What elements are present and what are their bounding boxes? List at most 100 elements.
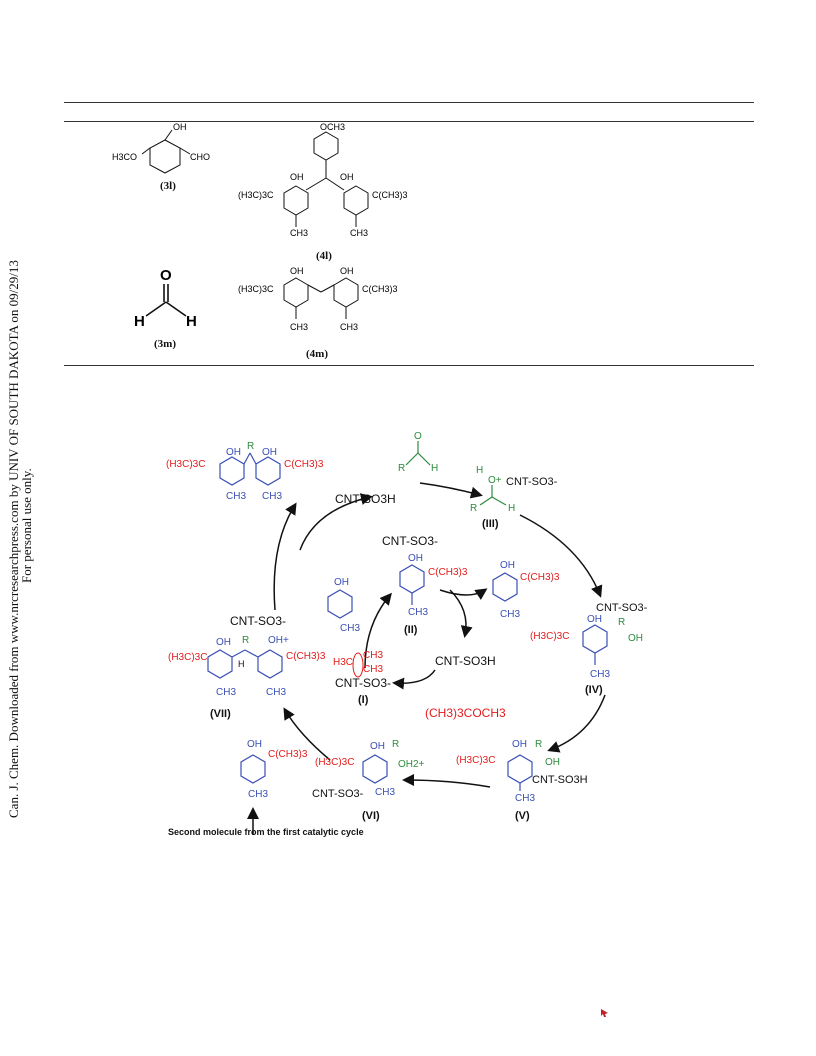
- svg-text:H: H: [431, 463, 438, 474]
- svg-text:(III): (III): [482, 518, 499, 530]
- svg-text:O: O: [160, 267, 172, 284]
- svg-text:OH: OH: [247, 739, 262, 750]
- svg-text:CNT-SO3-: CNT-SO3-: [382, 534, 438, 548]
- arrow-IV-to-V: [547, 694, 606, 753]
- svg-text:R: R: [242, 635, 249, 646]
- svg-text:CH3: CH3: [515, 793, 535, 804]
- svg-text:(H3C)3C: (H3C)3C: [315, 757, 354, 768]
- svg-text:(V): (V): [515, 810, 530, 822]
- arrow-III-to-IV: [519, 514, 603, 598]
- arrow-cat-to-I: [392, 669, 436, 690]
- svg-text:CH3: CH3: [363, 664, 383, 675]
- catalyst-top: CNT-SO3H: [335, 492, 396, 506]
- table-header-rule: [64, 121, 754, 122]
- svg-text:OH: OH: [340, 266, 354, 276]
- structure-4m: OH OH (H3C)3C C(CH3)3 CH3 CH3: [238, 266, 398, 332]
- svg-text:R: R: [392, 739, 399, 750]
- svg-text:OH: OH: [628, 633, 643, 644]
- svg-text:(II): (II): [404, 624, 418, 636]
- svg-text:OCH3: OCH3: [320, 122, 345, 132]
- sidebar-personal-use: For personal use only.: [19, 468, 34, 583]
- table-top-rule: [64, 102, 754, 103]
- svg-text:O+: O+: [488, 475, 502, 486]
- svg-text:OH: OH: [370, 741, 385, 752]
- svg-text:H: H: [238, 659, 245, 669]
- svg-text:OH: OH: [587, 614, 602, 625]
- svg-text:C(CH3)3: C(CH3)3: [520, 572, 560, 583]
- svg-text:CH3: CH3: [408, 607, 428, 618]
- svg-text:R: R: [535, 739, 542, 750]
- structure-3m: O H H: [134, 267, 197, 330]
- label-4m: (4m): [306, 348, 328, 360]
- svg-text:H: H: [508, 503, 515, 514]
- svg-text:R: R: [247, 441, 254, 452]
- second-molecule-note: Second molecule from the first catalytic…: [168, 827, 364, 837]
- svg-text:CNT-SO3-: CNT-SO3-: [335, 676, 391, 690]
- svg-text:CH3: CH3: [363, 650, 383, 661]
- svg-text:OH: OH: [340, 172, 354, 182]
- svg-text:OH: OH: [500, 560, 515, 571]
- svg-text:CNT-SO3-: CNT-SO3-: [596, 602, 648, 614]
- svg-text:O: O: [414, 431, 422, 442]
- svg-text:CNT-SO3H: CNT-SO3H: [532, 774, 588, 786]
- arrow-II-to-phenol: [439, 588, 488, 600]
- svg-text:R: R: [398, 463, 405, 474]
- structure-3l: OH H3CO CHO: [112, 122, 210, 174]
- svg-text:CH3: CH3: [340, 322, 358, 332]
- label-4l: (4l): [316, 250, 332, 262]
- svg-text:CNT-SO3-: CNT-SO3-: [506, 476, 558, 488]
- byproduct: (CH3)3COCH3: [425, 706, 506, 720]
- svg-text:CH3: CH3: [216, 687, 236, 698]
- svg-text:CH3: CH3: [375, 787, 395, 798]
- svg-text:H: H: [134, 313, 145, 330]
- oh-text: OH: [173, 122, 187, 132]
- svg-text:(H3C)3C: (H3C)3C: [530, 631, 569, 642]
- svg-text:H: H: [476, 465, 483, 476]
- svg-text:H3C: H3C: [333, 657, 353, 668]
- svg-text:R: R: [618, 617, 625, 628]
- svg-text:CH3: CH3: [226, 491, 246, 502]
- svg-text:CH3: CH3: [266, 687, 286, 698]
- label-3m: (3m): [154, 338, 176, 350]
- svg-text:OH: OH: [290, 172, 304, 182]
- svg-text:OH: OH: [545, 757, 560, 768]
- catalytic-cycle-scheme: OH OH R (H3C)3C C(CH3)3 CH3 CH3 CNT-SO3H…: [166, 431, 648, 837]
- svg-text:(H3C)3C: (H3C)3C: [238, 284, 274, 294]
- cho-text: CHO: [190, 152, 210, 162]
- arrow-I-to-II: [364, 592, 392, 669]
- svg-text:CH3: CH3: [500, 609, 520, 620]
- svg-text:OH: OH: [216, 637, 231, 648]
- table-bottom-rule: [64, 365, 754, 366]
- cursor-icon: [601, 1009, 608, 1017]
- svg-text:(H3C)3C: (H3C)3C: [166, 459, 205, 470]
- arrow-VI-to-VII: [283, 707, 331, 761]
- arrow-cat-to-III: [419, 482, 483, 499]
- svg-text:C(CH3)3: C(CH3)3: [268, 749, 308, 760]
- svg-text:(IV): (IV): [585, 684, 603, 696]
- label-3l: (3l): [160, 180, 176, 192]
- svg-text:OH: OH: [226, 447, 241, 458]
- svg-text:(VI): (VI): [362, 810, 380, 822]
- svg-text:(H3C)3C: (H3C)3C: [168, 652, 207, 663]
- svg-text:(H3C)3C: (H3C)3C: [238, 190, 274, 200]
- svg-text:C(CH3)3: C(CH3)3: [284, 459, 324, 470]
- svg-text:OH2+: OH2+: [398, 759, 425, 770]
- svg-text:CH3: CH3: [262, 491, 282, 502]
- svg-text:C(CH3)3: C(CH3)3: [428, 567, 468, 578]
- svg-text:H: H: [186, 313, 197, 330]
- svg-text:OH: OH: [512, 739, 527, 750]
- svg-text:CH3: CH3: [290, 228, 308, 238]
- svg-text:CH3: CH3: [290, 322, 308, 332]
- svg-text:CH3: CH3: [248, 789, 268, 800]
- svg-text:(I): (I): [358, 694, 369, 706]
- svg-text:CH3: CH3: [340, 623, 360, 634]
- svg-text:OH: OH: [408, 553, 423, 564]
- svg-text:C(CH3)3: C(CH3)3: [372, 190, 408, 200]
- arrow-VII-to-product: [273, 502, 297, 611]
- svg-text:CNT-SO3-: CNT-SO3-: [312, 788, 364, 800]
- svg-text:CH3: CH3: [590, 669, 610, 680]
- svg-text:R: R: [470, 503, 477, 514]
- svg-text:C(CH3)3: C(CH3)3: [362, 284, 398, 294]
- svg-text:C(CH3)3: C(CH3)3: [286, 651, 326, 662]
- svg-text:CH3: CH3: [350, 228, 368, 238]
